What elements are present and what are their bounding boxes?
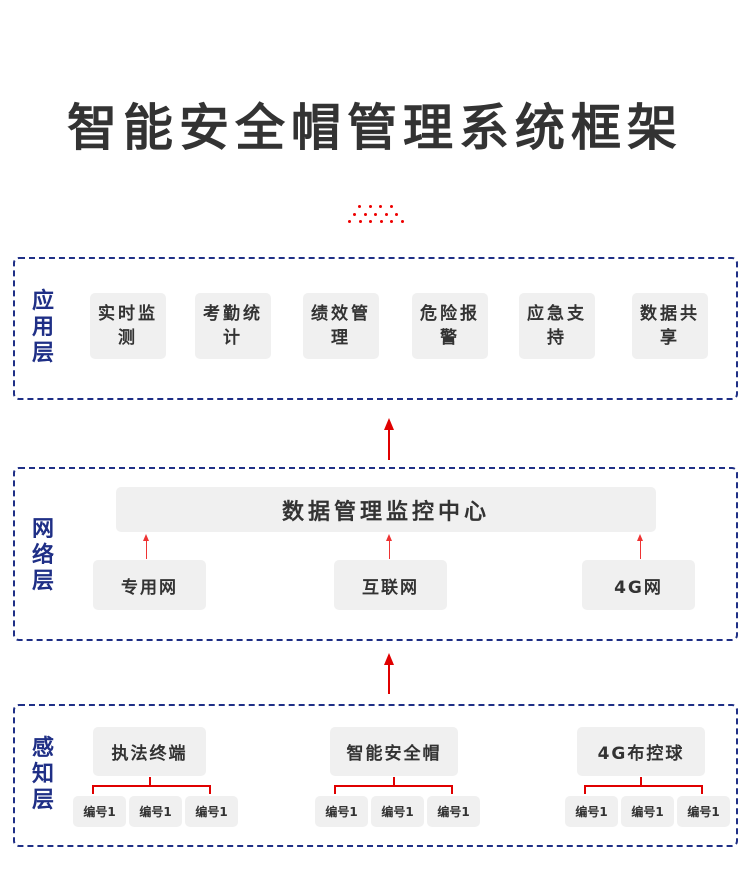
app-item: 危险报警: [412, 293, 488, 359]
sensing-layer-label: 感知层: [31, 736, 54, 813]
dot: [368, 205, 372, 208]
device-number: 编号1: [677, 796, 730, 827]
dot: [379, 220, 383, 223]
device-number: 编号1: [621, 796, 674, 827]
dot: [400, 220, 404, 223]
app-item: 绩效管理: [303, 293, 379, 359]
app-item: 实时监测: [90, 293, 166, 359]
arrow-line: [388, 663, 390, 694]
dot: [348, 220, 351, 223]
arrow-up-icon: [143, 534, 149, 541]
dot: [369, 220, 372, 223]
dot: [358, 220, 362, 223]
device-number: 编号1: [315, 796, 368, 827]
dot: [379, 205, 382, 208]
bracket-line: [334, 785, 336, 794]
device-number: 编号1: [73, 796, 126, 827]
arrow-line: [146, 540, 147, 559]
arrow-up-icon: [384, 418, 394, 430]
bracket-line: [640, 777, 642, 786]
device-number: 编号1: [427, 796, 480, 827]
bracket-line: [334, 785, 453, 787]
dot: [353, 213, 356, 216]
sensing-device: 执法终端: [93, 727, 206, 776]
bracket-line: [92, 785, 211, 787]
dot: [390, 220, 393, 223]
sensing-device: 智能安全帽: [330, 727, 458, 776]
application-layer: [13, 257, 738, 400]
dot: [374, 213, 377, 216]
dot: [358, 205, 361, 208]
data-center-box: 数据管理监控中心: [116, 487, 656, 532]
app-item: 数据共享: [632, 293, 708, 359]
dot: [395, 213, 398, 216]
bracket-line: [584, 785, 586, 794]
bracket-line: [701, 785, 703, 794]
bracket-line: [209, 785, 211, 794]
application-layer-label: 应用层: [31, 289, 54, 366]
dot: [363, 213, 367, 216]
device-number: 编号1: [129, 796, 182, 827]
sensing-layer: [13, 704, 738, 847]
app-item: 应急支持: [519, 293, 595, 359]
network-item: 4G网: [582, 560, 695, 610]
app-item: 考勤统计: [195, 293, 271, 359]
network-item: 互联网: [334, 560, 447, 610]
sensing-device: 4G布控球: [577, 727, 705, 776]
network-layer-label: 网络层: [31, 517, 54, 594]
dot: [384, 213, 388, 216]
dot: [389, 205, 393, 208]
arrow-up-icon: [386, 534, 392, 541]
bracket-line: [92, 785, 94, 794]
network-layer: [13, 467, 738, 641]
device-number: 编号1: [371, 796, 424, 827]
arrow-line: [388, 428, 390, 460]
device-number: 编号1: [185, 796, 238, 827]
bracket-line: [451, 785, 453, 794]
bracket-line: [393, 777, 395, 786]
arrow-line: [640, 540, 641, 559]
arrow-line: [389, 540, 390, 559]
bracket-line: [148, 777, 151, 786]
device-number: 编号1: [565, 796, 618, 827]
page-title: 智能安全帽管理系统框架: [67, 99, 683, 157]
network-item: 专用网: [93, 560, 206, 610]
arrow-up-icon: [384, 653, 394, 665]
arrow-up-icon: [637, 534, 643, 541]
bracket-line: [584, 785, 703, 787]
